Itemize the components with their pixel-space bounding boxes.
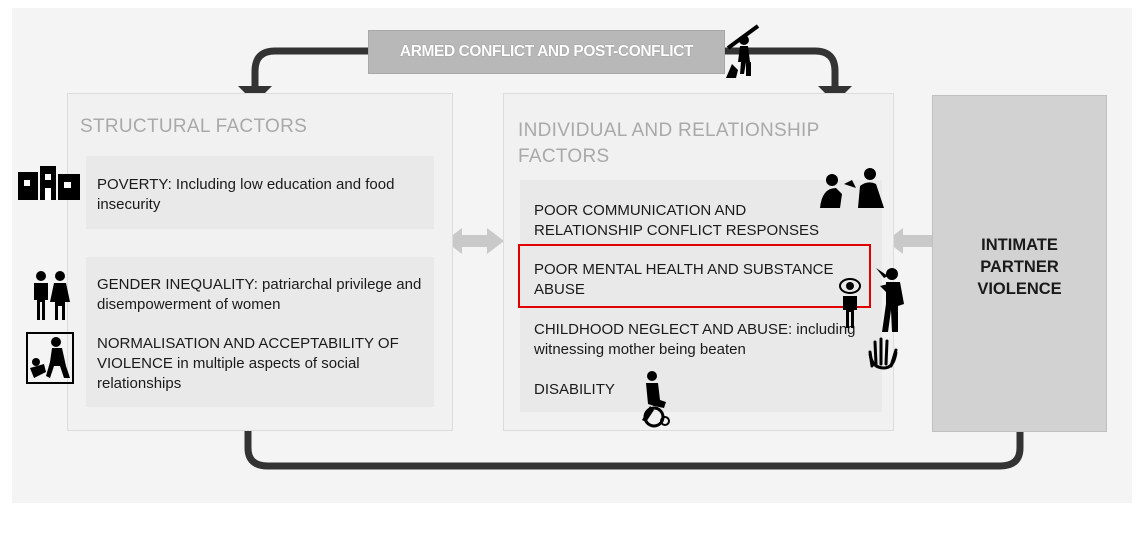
communication-text: POOR COMMUNICATION AND RELATIONSHIP CONF… [534, 202, 820, 239]
violence-icon [26, 332, 74, 384]
ipv-line2: PARTNER [980, 258, 1059, 276]
arrow-to-structural [251, 47, 368, 90]
structural-factors-panel: STRUCTURAL FACTORS POVERTY: Including lo… [67, 93, 453, 431]
normalisation-text: NORMALISATION AND ACCEPTABILITY OF VIOLE… [97, 334, 427, 394]
gender-inequality-key: GENDER INEQUALITY: [97, 276, 258, 293]
hand-icon [868, 337, 898, 370]
childhood-neglect-description: including witnessing mother being beaten [534, 321, 856, 358]
armed-conflict-banner: ARMED CONFLICT AND POST-CONFLICT [368, 30, 725, 74]
poverty-text: POVERTY: Including low education and foo… [97, 175, 417, 215]
mental-health-text: POOR MENTAL HEALTH AND SUBSTANCE ABUSE [534, 261, 834, 298]
gender-inequality-text: GENDER INEQUALITY: patriarchal privilege… [97, 275, 427, 315]
individual-title-line2: FACTORS [518, 146, 610, 167]
argument-icon [820, 168, 884, 208]
intimate-partner-violence-box: INTIMATE PARTNER VIOLENCE [932, 95, 1107, 432]
soldier-icon [726, 24, 760, 78]
childhood-neglect-key: CHILDHOOD NEGLECT AND ABUSE: [534, 321, 793, 338]
ipv-line1: INTIMATE [981, 236, 1058, 254]
individual-relationship-panel: INDIVIDUAL AND RELATIONSHIP FACTORS POOR … [503, 93, 894, 431]
individual-title-line1: INDIVIDUAL AND RELATIONSHIP [518, 120, 820, 141]
couple-icon [34, 271, 70, 320]
normalisation-key: NORMALISATION AND ACCEPTABILITY OF VIOLE… [97, 335, 399, 372]
individual-factors-box: POOR COMMUNICATION AND RELATIONSHIP CONF… [520, 180, 882, 412]
drinking-person-icon [876, 268, 904, 332]
individual-factors-title: INDIVIDUAL AND RELATIONSHIP FACTORS [518, 118, 820, 170]
houses-icon [18, 166, 80, 200]
ipv-line3: VIOLENCE [977, 280, 1062, 298]
wheelchair-icon [642, 371, 670, 428]
childhood-neglect-text: CHILDHOOD NEGLECT AND ABUSE: including w… [534, 320, 879, 360]
poverty-description: Including low education and food insecur… [97, 176, 395, 213]
gender-inequality-description: patriarchal privilege and disempowerment… [97, 276, 422, 313]
arrow-bottom-loop [244, 420, 1024, 470]
ipv-label: INTIMATE PARTNER VIOLENCE [933, 234, 1106, 300]
distressed-person-icon [839, 278, 861, 328]
double-arrow-between-panels [445, 228, 504, 254]
poverty-key: POVERTY: [97, 176, 172, 193]
disability-text: DISABILITY [534, 381, 615, 398]
normalisation-description: in multiple aspects of social relationsh… [97, 355, 360, 392]
highlight-box [518, 244, 871, 308]
gender-normalisation-box: GENDER INEQUALITY: patriarchal privilege… [86, 257, 434, 407]
poverty-box: POVERTY: Including low education and foo… [86, 156, 434, 229]
arrow-to-individual [723, 47, 839, 90]
structural-factors-title: STRUCTURAL FACTORS [80, 116, 308, 137]
